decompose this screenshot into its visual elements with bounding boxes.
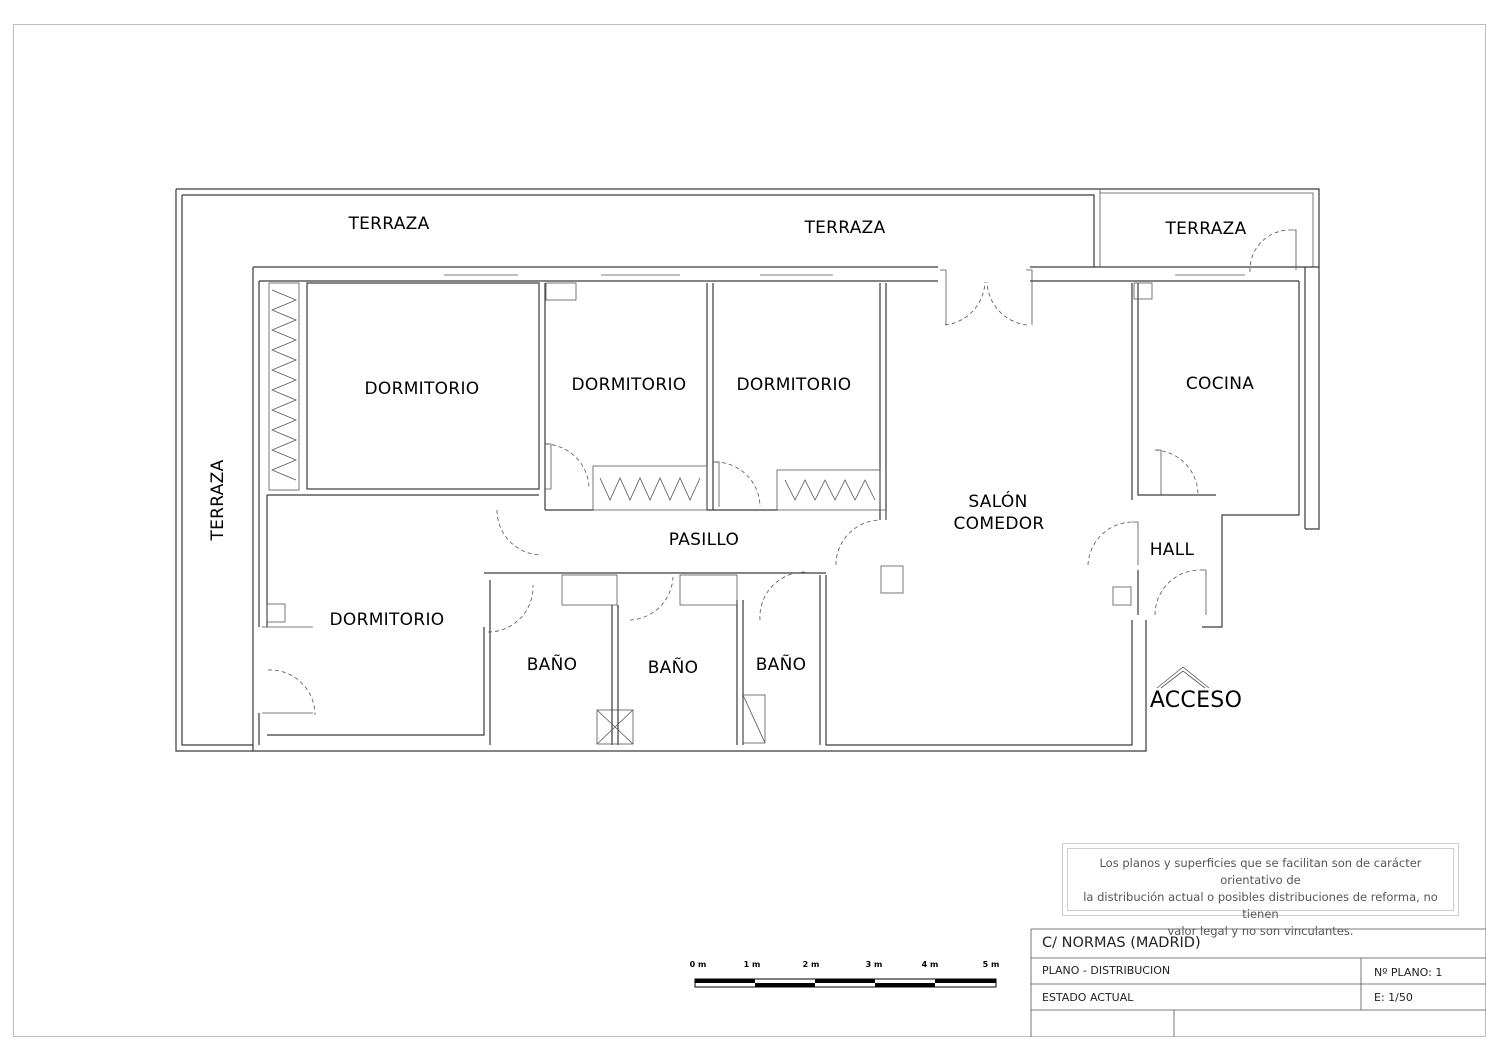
wardrobe-1	[268, 282, 300, 491]
title-plan-type: PLANO - DISTRIBUCION	[1042, 964, 1171, 977]
sheet-border	[13, 24, 1486, 1037]
label-dormitorio-4: DORMITORIO	[329, 610, 445, 630]
salon-walls	[825, 283, 1133, 746]
scale-label-0: 0 m	[689, 960, 707, 969]
label-terraza-top-mid: TERRAZA	[804, 218, 886, 238]
scale-bar	[694, 978, 997, 988]
label-bano-1: BAÑO	[526, 655, 578, 675]
wardrobe-2	[592, 465, 708, 511]
label-pasillo: PASILLO	[668, 530, 740, 550]
disclaimer-line-2: la distribución actual o posibles distri…	[1083, 890, 1438, 921]
hall-walls	[1137, 283, 1216, 615]
shaft-2	[742, 694, 766, 744]
title-state: ESTADO ACTUAL	[1042, 991, 1134, 1004]
label-dormitorio-1: DORMITORIO	[364, 379, 480, 399]
label-salon: SALÓN	[968, 492, 1028, 512]
title-plan-number: Nº PLANO: 1	[1374, 966, 1443, 979]
access-arrow	[1156, 666, 1210, 689]
label-acceso: ACCESO	[1149, 688, 1243, 713]
label-dormitorio-2: DORMITORIO	[571, 375, 687, 395]
bathroom-walls	[484, 572, 826, 745]
disclaimer-line-1: Los planos y superficies que se facilita…	[1099, 856, 1422, 887]
disclaimer-box: Los planos y superficies que se facilita…	[1062, 843, 1459, 938]
shaft-1	[596, 709, 634, 745]
wardrobe-3	[776, 469, 881, 511]
label-bano-3: BAÑO	[755, 655, 807, 675]
bath-cabinet-1	[561, 574, 618, 606]
label-terraza-top-left: TERRAZA	[348, 214, 430, 234]
label-terraza-top-right: TERRAZA	[1165, 219, 1247, 239]
label-hall: HALL	[1149, 540, 1195, 560]
disclaimer-text: Los planos y superficies que se facilita…	[1067, 848, 1454, 938]
title-scale: E: 1/50	[1374, 991, 1413, 1004]
scale-label-2: 2 m	[802, 960, 820, 969]
bedroom-1-walls	[306, 282, 540, 490]
label-terraza-left: TERRAZA	[208, 459, 228, 541]
title-address: C/ NORMAS (MADRID)	[1042, 935, 1201, 951]
label-bano-2: BAÑO	[647, 658, 699, 678]
scale-label-5: 5 m	[982, 960, 1000, 969]
outer-walls	[252, 267, 1147, 752]
bedroom-2-3-walls	[544, 283, 881, 520]
scale-label-4: 4 m	[921, 960, 939, 969]
terrace-outline	[175, 188, 1320, 752]
scale-label-1: 1 m	[743, 960, 761, 969]
label-dormitorio-3: DORMITORIO	[736, 375, 852, 395]
door-swing	[544, 443, 590, 490]
bath-cabinet-2	[679, 574, 738, 606]
label-cocina: COCINA	[1185, 374, 1255, 394]
scale-label-3: 3 m	[865, 960, 883, 969]
label-comedor: COMEDOR	[953, 514, 1045, 534]
